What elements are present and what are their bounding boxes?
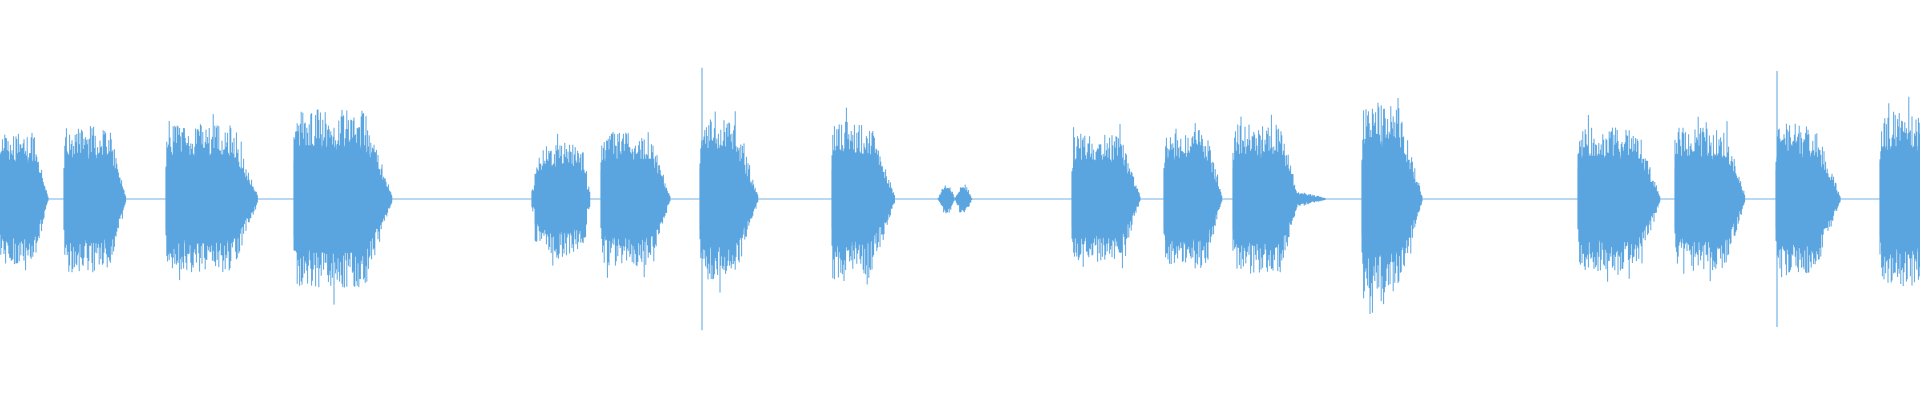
waveform-segment-body	[165, 154, 258, 244]
waveform-segments	[0, 67, 1920, 331]
waveform-segment	[1879, 96, 1920, 287]
waveform-segment	[0, 133, 49, 271]
waveform-segment	[165, 114, 258, 281]
waveform-segment	[1775, 71, 1841, 327]
waveform-segment	[531, 133, 591, 266]
waveform-segment-body	[1775, 151, 1841, 247]
waveform-segment-body	[699, 148, 759, 250]
waveform-segment	[1361, 98, 1423, 314]
waveform-segment	[63, 126, 127, 273]
waveform-segment-body	[1163, 156, 1223, 242]
waveform-segment	[1071, 124, 1141, 269]
waveform-segment-body	[531, 163, 591, 235]
waveform-segment-body	[1879, 146, 1920, 252]
waveform-segment-body	[0, 159, 47, 239]
waveform-segment-body	[1674, 155, 1745, 243]
waveform-segment-body	[1071, 159, 1140, 239]
waveform-segment-body	[63, 154, 126, 244]
waveform-segment-body	[293, 145, 393, 253]
waveform-segment-body	[937, 189, 973, 209]
waveform-segment	[1674, 116, 1746, 282]
waveform-segment	[600, 131, 671, 278]
waveform-segment-body	[1361, 138, 1422, 260]
waveform-segment	[1163, 123, 1223, 269]
waveform-segment	[831, 107, 895, 285]
waveform-segment	[699, 67, 759, 331]
waveform-segment-body	[1577, 155, 1661, 243]
waveform-segment-body	[831, 150, 895, 248]
waveform-segment	[1232, 114, 1326, 274]
waveform-segment	[1577, 115, 1661, 282]
waveform-segment-body	[1232, 153, 1325, 245]
waveform-segment	[293, 109, 393, 305]
waveform-segment	[937, 184, 973, 214]
waveform-segment-body	[600, 158, 671, 240]
